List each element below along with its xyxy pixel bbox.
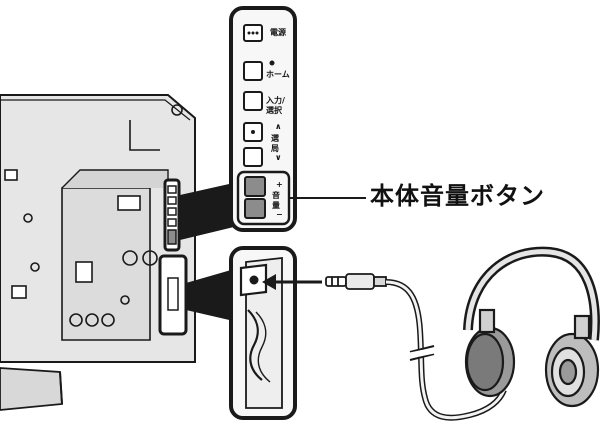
tv-side-jack-slot bbox=[158, 254, 188, 336]
volume-up-label: + bbox=[276, 180, 283, 189]
tv-side-jack bbox=[167, 277, 179, 311]
volume-buttons-callout: 本体音量ボタン bbox=[370, 182, 545, 210]
jack-panel-enlarged bbox=[229, 246, 297, 420]
channel-up-label: ∧ bbox=[275, 122, 282, 131]
channel-down-label: ∨ bbox=[275, 153, 282, 162]
dot-icon bbox=[251, 130, 255, 134]
power-button-label: 電源 bbox=[270, 28, 286, 37]
headphones bbox=[463, 246, 600, 408]
button-panel-enlarged bbox=[229, 6, 297, 232]
tv-rear-body bbox=[0, 94, 196, 411]
insert-arrow-head bbox=[262, 274, 276, 290]
tv-side-button-strip bbox=[163, 178, 181, 252]
power-icon bbox=[247, 31, 251, 35]
headphone-plug bbox=[325, 273, 387, 290]
volume-label: 音量 bbox=[272, 191, 280, 210]
volume-down-label: − bbox=[276, 210, 283, 219]
home-icon bbox=[269, 60, 275, 66]
channel-label: 選局 bbox=[271, 134, 279, 153]
input-button-label: 入力/ 選択 bbox=[266, 96, 285, 115]
home-button-label: ホーム bbox=[266, 70, 290, 79]
zoom-wedge-jack bbox=[186, 268, 238, 322]
zoom-wedge-buttons bbox=[180, 182, 238, 240]
tv-rear-details bbox=[4, 104, 183, 327]
